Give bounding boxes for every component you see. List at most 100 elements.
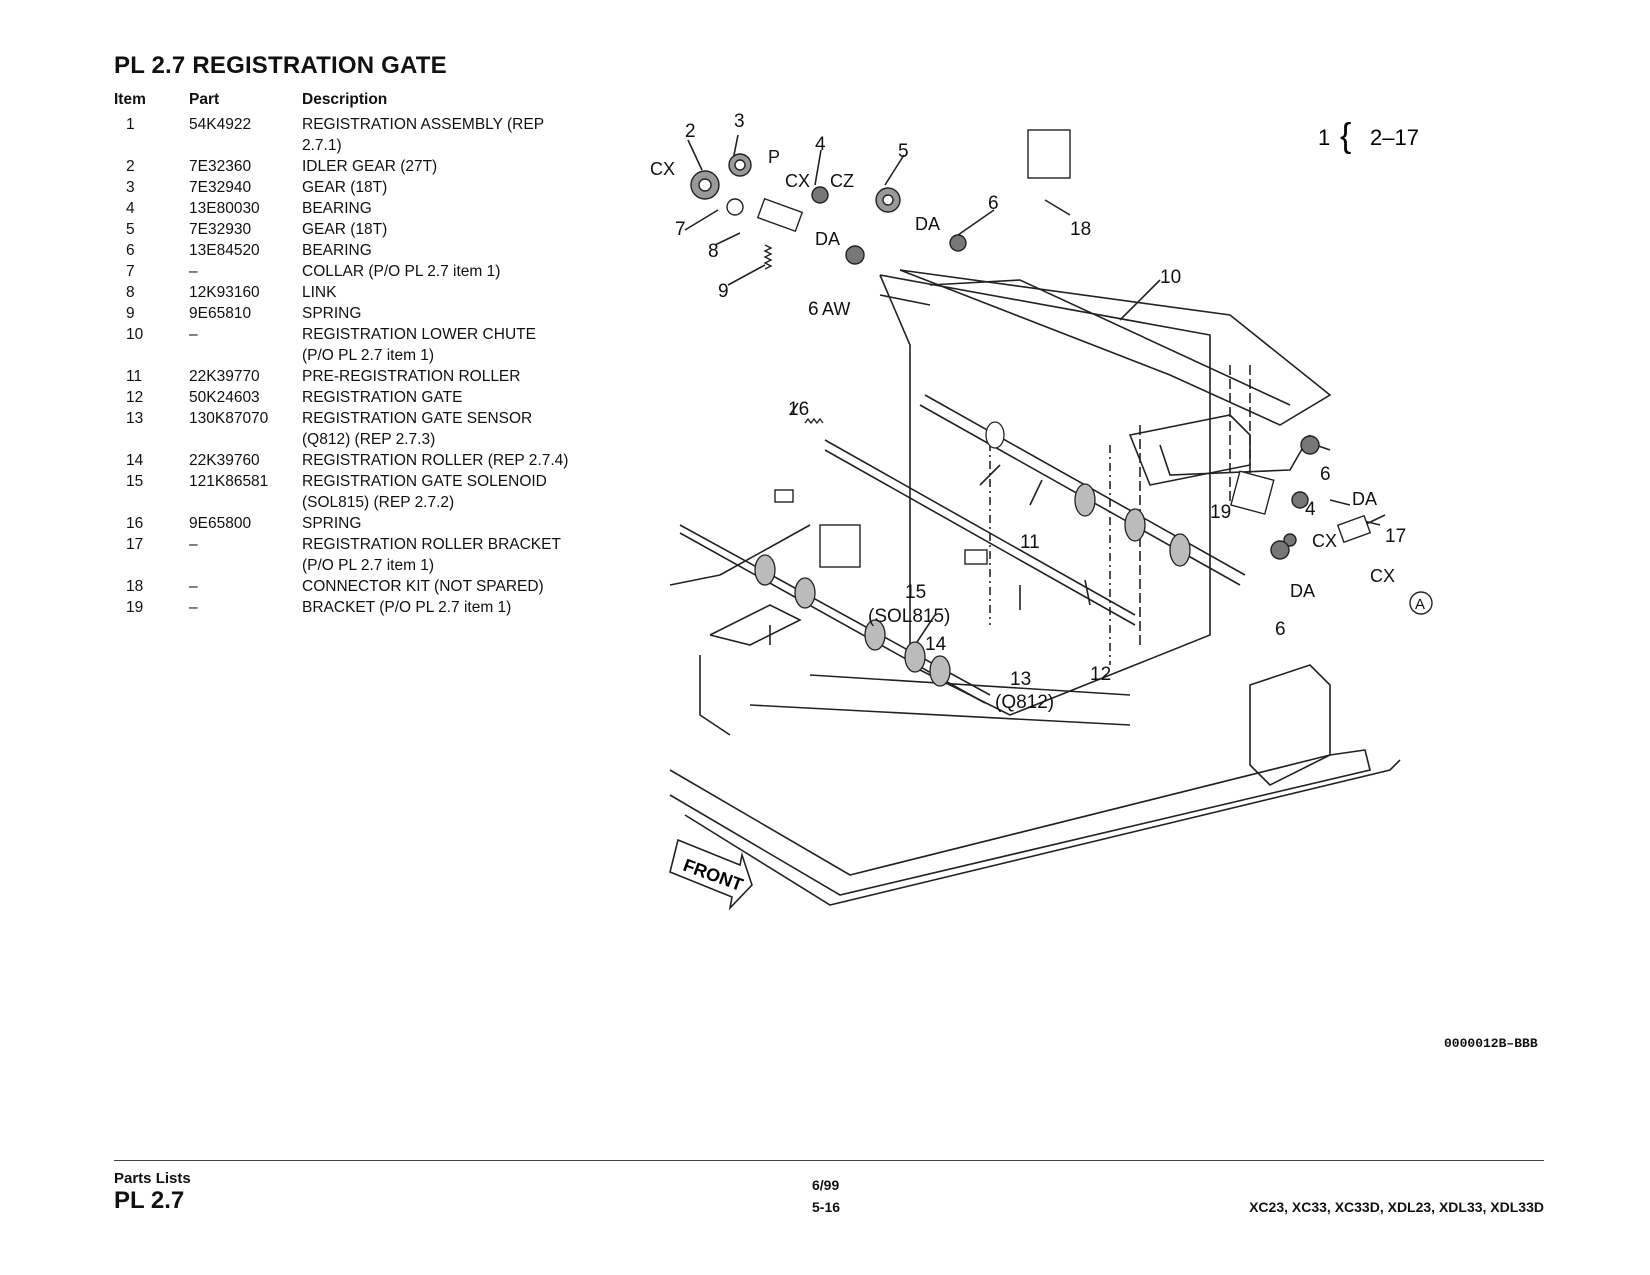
row-part: – [189, 326, 198, 343]
header-description: Description [302, 91, 388, 108]
bracket-19-icon [1230, 470, 1275, 515]
roller-14e [929, 655, 951, 687]
footer-models: XC23, XC33, XC33D, XDL23, XDL33, XDL33D [1249, 1199, 1544, 1215]
bearing-icon [811, 186, 829, 204]
code-da-1: DA [915, 214, 940, 234]
row-description: GEAR (18T) [302, 179, 388, 196]
callout-19: 19 [1210, 502, 1231, 523]
callout-4: 4 [815, 134, 826, 155]
roller-11c [1169, 533, 1191, 567]
row-item: 17 [126, 536, 144, 553]
row-description: REGISTRATION ROLLER BRACKET (P/O PL 2.7 … [302, 536, 561, 574]
assembly-note-brace: { [1340, 117, 1351, 155]
spring-16-icon [804, 417, 824, 425]
lower-chute-outline [879, 274, 1211, 716]
table-row: 7–COLLAR (P/O PL 2.7 item 1) [114, 261, 572, 282]
code-da-3: DA [1352, 489, 1377, 509]
spring-icon [763, 244, 773, 270]
row-part: 13E80030 [189, 200, 260, 217]
code-cx-4: CX [1370, 566, 1395, 586]
sublabel-q812: (Q812) [995, 692, 1054, 713]
row-item: 12 [126, 389, 144, 406]
row-description: REGISTRATION ROLLER (REP 2.7.4) [302, 452, 569, 469]
row-part: 7E32940 [189, 179, 252, 196]
figure-id: 0000012B–BBB [1444, 1036, 1538, 1051]
callout-6a: 6 [988, 193, 999, 214]
callout-12: 12 [1090, 664, 1111, 685]
base-frame [669, 749, 1371, 896]
row-part: 9E65810 [189, 305, 252, 322]
row-part: 22K39770 [189, 368, 260, 385]
row-item: 3 [126, 179, 135, 196]
row-item: 18 [126, 578, 144, 595]
code-a: A [1415, 596, 1425, 613]
table-row: 18–CONNECTOR KIT (NOT SPARED) [114, 576, 572, 597]
solenoid-icon [819, 524, 861, 568]
row-description: REGISTRATION ASSEMBLY (REP 2.7.1) [302, 116, 544, 154]
row-item: 6 [126, 242, 135, 259]
callout-15: 15 [905, 582, 926, 603]
code-cz: CZ [830, 171, 854, 191]
callout-2: 2 [685, 121, 696, 142]
roller-14b [794, 577, 816, 609]
row-description: CONNECTOR KIT (NOT SPARED) [302, 578, 544, 595]
row-item: 10 [126, 326, 144, 343]
callout-6d: 6 [808, 299, 819, 320]
row-item: 7 [126, 263, 135, 280]
row-part: 13E84520 [189, 242, 260, 259]
table-row: 19–BRACKET (P/O PL 2.7 item 1) [114, 597, 572, 618]
row-part: 22K39760 [189, 452, 260, 469]
row-description: GEAR (18T) [302, 221, 388, 238]
row-item: 2 [126, 158, 135, 175]
row-item: 15 [126, 473, 144, 490]
row-description: COLLAR (P/O PL 2.7 item 1) [302, 263, 501, 280]
footer-pl: PL 2.7 [114, 1187, 185, 1214]
footer-rule [114, 1160, 1544, 1161]
row-description: SPRING [302, 515, 362, 532]
row-item: 8 [126, 284, 135, 301]
exploded-diagram: FRONT 1 { 2–17 2 3 4 5 6 7 8 9 10 11 12 … [650, 111, 1433, 911]
code-cx-2: CX [785, 171, 810, 191]
row-description: REGISTRATION LOWER CHUTE (P/O PL 2.7 ite… [302, 326, 536, 364]
header-item: Item [114, 91, 146, 108]
callout-14: 14 [925, 634, 947, 655]
callout-11: 11 [1020, 532, 1040, 553]
roller-11a [1074, 483, 1096, 517]
callout-13: 13 [1010, 669, 1031, 690]
row-item: 9 [126, 305, 135, 322]
registration-gate-bar [824, 439, 1136, 616]
row-description: BEARING [302, 200, 372, 217]
code-aw: AW [822, 299, 850, 319]
link-icon [756, 197, 804, 233]
footer-page-number: 5-16 [812, 1199, 841, 1215]
row-description: BRACKET (P/O PL 2.7 item 1) [302, 599, 512, 616]
callout-4b: 4 [1305, 499, 1316, 520]
sublabel-sol815: (SOL815) [868, 606, 950, 627]
row-description: LINK [302, 284, 337, 301]
row-part: 54K4922 [189, 116, 252, 133]
row-item: 4 [126, 200, 135, 217]
footer-date: 6/99 [812, 1177, 840, 1193]
code-cx-1: CX [650, 159, 675, 179]
table-row: 4 13E80030 BEARING [114, 198, 572, 219]
footer-section: Parts Lists [114, 1170, 191, 1187]
callout-10: 10 [1160, 267, 1181, 288]
assembly-note-right: 2–17 [1370, 125, 1419, 150]
right-bracket [1249, 664, 1331, 786]
table-row: 5 7E32930 GEAR (18T) [114, 219, 572, 240]
row-item: 5 [126, 221, 135, 238]
row-part: 7E32930 [189, 221, 252, 238]
callout-8: 8 [708, 241, 719, 262]
code-p: P [768, 147, 780, 167]
roller-14a [754, 554, 776, 586]
callout-3: 3 [734, 111, 745, 132]
table-header-row: Item Part Description [114, 89, 572, 114]
callout-5: 5 [898, 141, 909, 162]
